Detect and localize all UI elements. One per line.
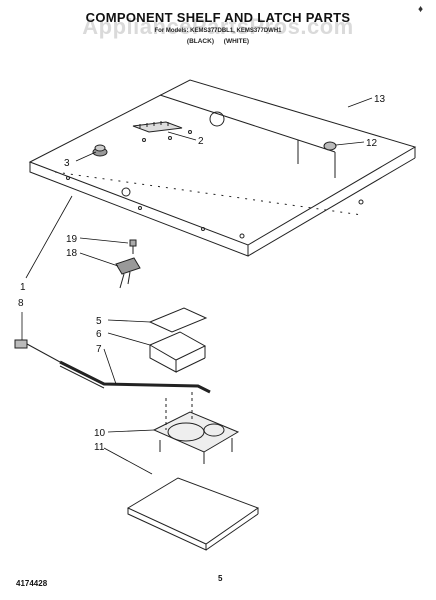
- callout-19: 19: [66, 234, 78, 245]
- part-18-switch: [115, 257, 141, 289]
- page-title: COMPONENT SHELF AND LATCH PARTS: [85, 10, 351, 25]
- callout-8: 8: [18, 298, 24, 309]
- watermark: AppliancePartsPros.com: [82, 14, 354, 39]
- part-19-screw: [129, 239, 137, 254]
- corner-mark: ♦: [418, 4, 424, 15]
- callout-10: 10: [94, 428, 106, 439]
- part-5-plate: [148, 307, 208, 333]
- callout-13: 13: [374, 94, 386, 105]
- color-variants: (BLACK) (WHITE): [0, 38, 436, 45]
- color-white-label: (WHITE): [223, 38, 250, 45]
- part-2-bracket: [132, 121, 183, 133]
- part-11-cover-plate: [126, 477, 260, 551]
- callout-1: 1: [20, 282, 26, 293]
- callout-11: 11: [94, 442, 105, 453]
- callout-3: 3: [64, 158, 70, 169]
- page-number: 5: [218, 574, 223, 583]
- callout-12: 12: [366, 138, 378, 149]
- part-7-rod: [59, 360, 211, 394]
- models-line: For Models: KEMS377DBL1, KEMS377DWH1: [154, 28, 282, 34]
- part-3-grommet: [92, 144, 108, 157]
- part-12-button: [323, 141, 337, 151]
- callout-18: 18: [66, 248, 78, 259]
- callout-5: 5: [96, 316, 102, 327]
- part-6-bracket: [148, 331, 207, 373]
- color-black-label: (BLACK): [186, 38, 214, 45]
- callout-7: 7: [96, 344, 102, 355]
- part-10-latch-assembly: [152, 392, 240, 464]
- part-8-connector: [14, 339, 61, 363]
- callout-6: 6: [96, 329, 102, 340]
- shelf-panel: [28, 79, 417, 257]
- callout-2: 2: [198, 136, 204, 147]
- part-number: 4174428: [16, 579, 48, 588]
